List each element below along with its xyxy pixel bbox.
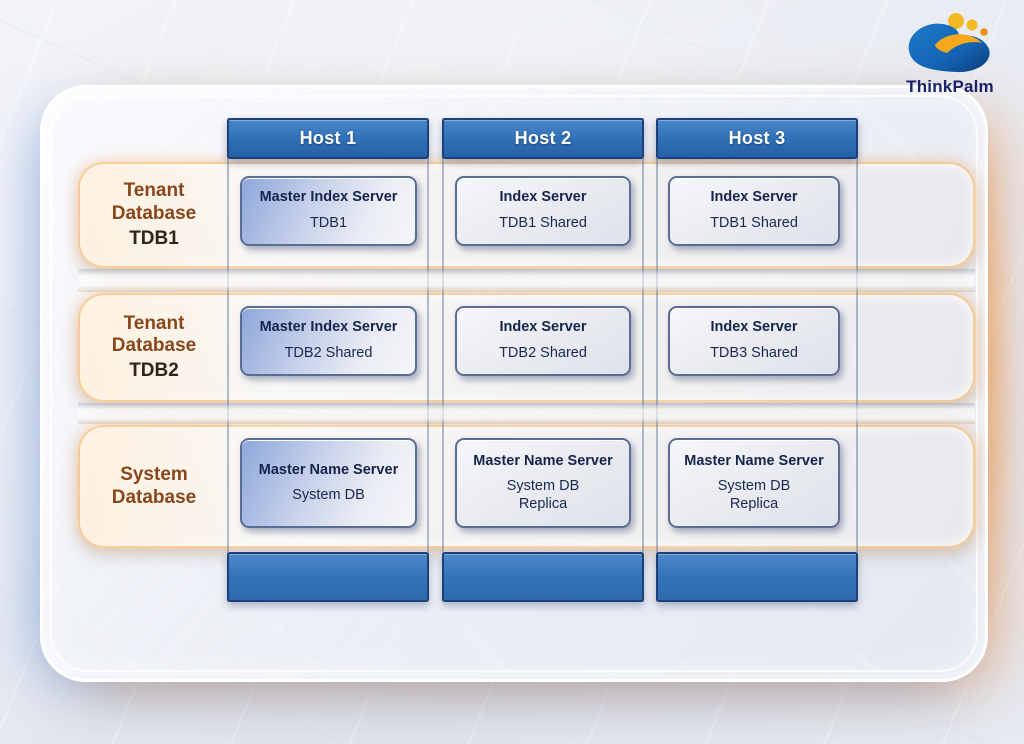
server-box-index-tdb2-shared-h2: Index Server TDB2 Shared [455, 306, 631, 376]
thinkpalm-logo-icon [892, 10, 1008, 76]
server-box-title: Master Name Server [258, 461, 399, 478]
server-box-subtitle: TDB3 Shared [710, 345, 798, 362]
row-label-tdb1-line2: Database [111, 202, 197, 224]
server-box-title: Master Name Server [473, 452, 613, 469]
server-box-title: Master Index Server [259, 189, 398, 206]
server-box-master-index-tdb1: Master Index Server TDB1 [240, 176, 417, 246]
row-label-system-db: System Database [80, 425, 228, 548]
server-box-master-name-replica-h3: Master Name Server System DB Replica [668, 438, 840, 528]
server-box-title: Index Server [710, 319, 798, 336]
server-box-subtitle: TDB2 Shared [284, 345, 373, 362]
row-label-system-line1: System [120, 464, 188, 486]
server-box-index-tdb3-shared-h3: Index Server TDB3 Shared [668, 306, 840, 376]
server-box-subtitle: TDB1 Shared [499, 215, 587, 232]
host-2-footer [442, 552, 644, 602]
row-label-tdb2: Tenant Database TDB2 [80, 293, 228, 402]
server-box-subtitle: System DB Replica [717, 477, 791, 512]
thinkpalm-logo-text: ThinkPalm [906, 77, 994, 96]
server-box-title: Index Server [710, 189, 798, 206]
row-label-tdb1-name: TDB1 [129, 227, 179, 249]
row-label-tdb2-line1: Tenant [123, 312, 185, 334]
server-box-index-tdb1-shared-h3: Index Server TDB1 Shared [668, 176, 840, 246]
row-label-tdb1-line1: Tenant [123, 180, 185, 202]
host-1-header: Host 1 [227, 118, 429, 159]
server-box-master-name-replica-h2: Master Name Server System DB Replica [455, 438, 631, 528]
server-box-subtitle: TDB2 Shared [499, 345, 587, 362]
row-label-system-line2: Database [111, 486, 197, 508]
row-label-tdb2-line2: Database [111, 335, 197, 356]
host-1-footer [227, 552, 429, 602]
server-box-subtitle: System DB [292, 486, 365, 503]
server-box-master-name-system-db: Master Name Server System DB [240, 438, 417, 528]
server-box-title: Master Name Server [684, 452, 824, 469]
server-box-title: Index Server [499, 319, 587, 336]
server-box-title: Index Server [499, 189, 587, 206]
host-2-header: Host 2 [442, 118, 644, 159]
row-label-tdb1: Tenant Database TDB1 [80, 162, 228, 268]
server-box-subtitle: TDB1 [309, 215, 348, 232]
row-label-tdb2-name: TDB2 [129, 360, 179, 382]
thinkpalm-logo: ThinkPalm [892, 10, 1008, 97]
server-box-subtitle: System DB Replica [506, 477, 580, 512]
server-box-master-index-tdb2: Master Index Server TDB2 Shared [240, 306, 417, 376]
host-3-footer [656, 552, 858, 602]
server-box-index-tdb1-shared-h2: Index Server TDB1 Shared [455, 176, 631, 246]
server-box-subtitle: TDB1 Shared [710, 215, 798, 232]
server-box-title: Master Index Server [259, 319, 398, 336]
host-3-header: Host 3 [656, 118, 858, 159]
